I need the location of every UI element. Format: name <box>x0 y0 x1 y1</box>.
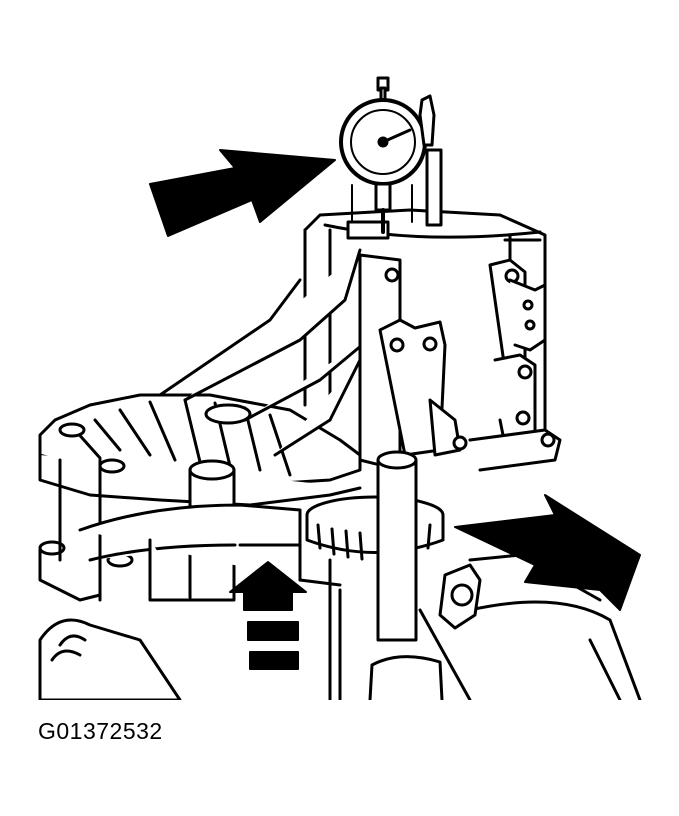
arrow-icon <box>454 494 641 611</box>
technical-illustration <box>38 76 642 700</box>
figure-code: G01372532 <box>38 718 163 744</box>
bolt-icon <box>38 450 482 642</box>
support-arms <box>158 248 468 472</box>
right-brackets <box>468 258 562 472</box>
arrow-icon <box>229 561 307 670</box>
arrow-icon <box>149 149 336 237</box>
bearing-cage <box>78 503 342 700</box>
dial-indicator-icon <box>339 76 443 234</box>
gear-icon <box>305 495 445 561</box>
